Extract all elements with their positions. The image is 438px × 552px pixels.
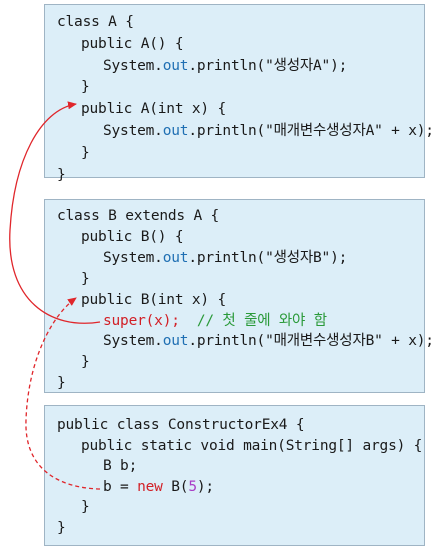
code-token: .println("생성자B"); bbox=[188, 249, 348, 266]
code-line: b = new B(5); bbox=[103, 478, 214, 496]
code-token: } bbox=[57, 375, 66, 392]
code-line: public class ConstructorEx4 { bbox=[57, 416, 305, 434]
code-line: } bbox=[81, 144, 90, 162]
class-a-code-block: class A {public A() {System.out.println(… bbox=[44, 4, 434, 183]
code-token: b = bbox=[103, 478, 138, 495]
code-line: class B extends A { bbox=[57, 207, 219, 225]
code-token: public B() { bbox=[81, 228, 184, 245]
code-token: .println("매개변수생성자B" + x); bbox=[188, 333, 434, 350]
code-token: 5 bbox=[188, 478, 197, 495]
code-token: .println("생성자A"); bbox=[188, 57, 348, 74]
code-line: } bbox=[57, 374, 66, 392]
class-b-code-block: class B extends A {public B() {System.ou… bbox=[44, 199, 434, 393]
code-line: B b; bbox=[103, 457, 137, 475]
code-line: System.out.println("생성자A"); bbox=[103, 57, 347, 75]
code-token: } bbox=[81, 79, 90, 96]
code-token: public static void main(String[] args) { bbox=[81, 437, 423, 454]
code-token: } bbox=[81, 499, 90, 516]
code-token: class A { bbox=[57, 14, 134, 30]
code-line: public static void main(String[] args) { bbox=[81, 437, 422, 455]
code-token: } bbox=[57, 520, 66, 536]
code-token: super(x); bbox=[103, 312, 180, 329]
code-token: ); bbox=[196, 478, 214, 495]
code-line: public A() { bbox=[81, 35, 184, 53]
code-token: public A(int x) { bbox=[81, 101, 227, 118]
code-token: } bbox=[57, 166, 66, 183]
code-token: // 첫 줄에 와야 함 bbox=[179, 312, 327, 329]
code-line: } bbox=[81, 270, 90, 288]
code-token: public class ConstructorEx4 { bbox=[57, 417, 305, 433]
code-line: System.out.println("매개변수생성자B" + x); bbox=[103, 332, 434, 350]
code-token: System. bbox=[103, 249, 163, 266]
code-token: class B extends A { bbox=[57, 208, 220, 224]
code-line: System.out.println("생성자B"); bbox=[103, 249, 347, 267]
code-line: } bbox=[57, 519, 66, 537]
code-token: public B(int x) { bbox=[81, 291, 227, 308]
code-token: out bbox=[162, 123, 189, 139]
code-line: super(x); // 첫 줄에 와야 함 bbox=[103, 312, 327, 330]
code-token: } bbox=[81, 354, 90, 371]
code-token: out bbox=[162, 333, 189, 350]
code-token: B b; bbox=[103, 458, 138, 475]
code-line: public A(int x) { bbox=[81, 100, 226, 118]
code-line: } bbox=[81, 498, 90, 516]
code-token: System. bbox=[103, 57, 163, 74]
code-token: System. bbox=[103, 123, 163, 139]
code-token: System. bbox=[103, 333, 163, 350]
code-token: out bbox=[162, 57, 189, 74]
code-token: } bbox=[81, 144, 90, 161]
code-token: } bbox=[81, 270, 90, 287]
code-token: new bbox=[137, 478, 163, 495]
code-token: out bbox=[162, 249, 189, 266]
code-token: .println("매개변수생성자A" + x); bbox=[188, 123, 434, 139]
code-line: } bbox=[57, 166, 66, 184]
code-line: } bbox=[81, 353, 90, 371]
code-line: System.out.println("매개변수생성자A" + x); bbox=[103, 122, 434, 140]
constructor-ex4-code-block: public class ConstructorEx4 { public stat… bbox=[44, 405, 425, 546]
code-line: } bbox=[81, 78, 90, 96]
code-token: B( bbox=[162, 478, 189, 495]
code-token: public A() { bbox=[81, 35, 184, 52]
code-line: public B() { bbox=[81, 228, 184, 246]
code-line: class A { bbox=[57, 13, 134, 31]
code-line: public B(int x) { bbox=[81, 291, 226, 309]
